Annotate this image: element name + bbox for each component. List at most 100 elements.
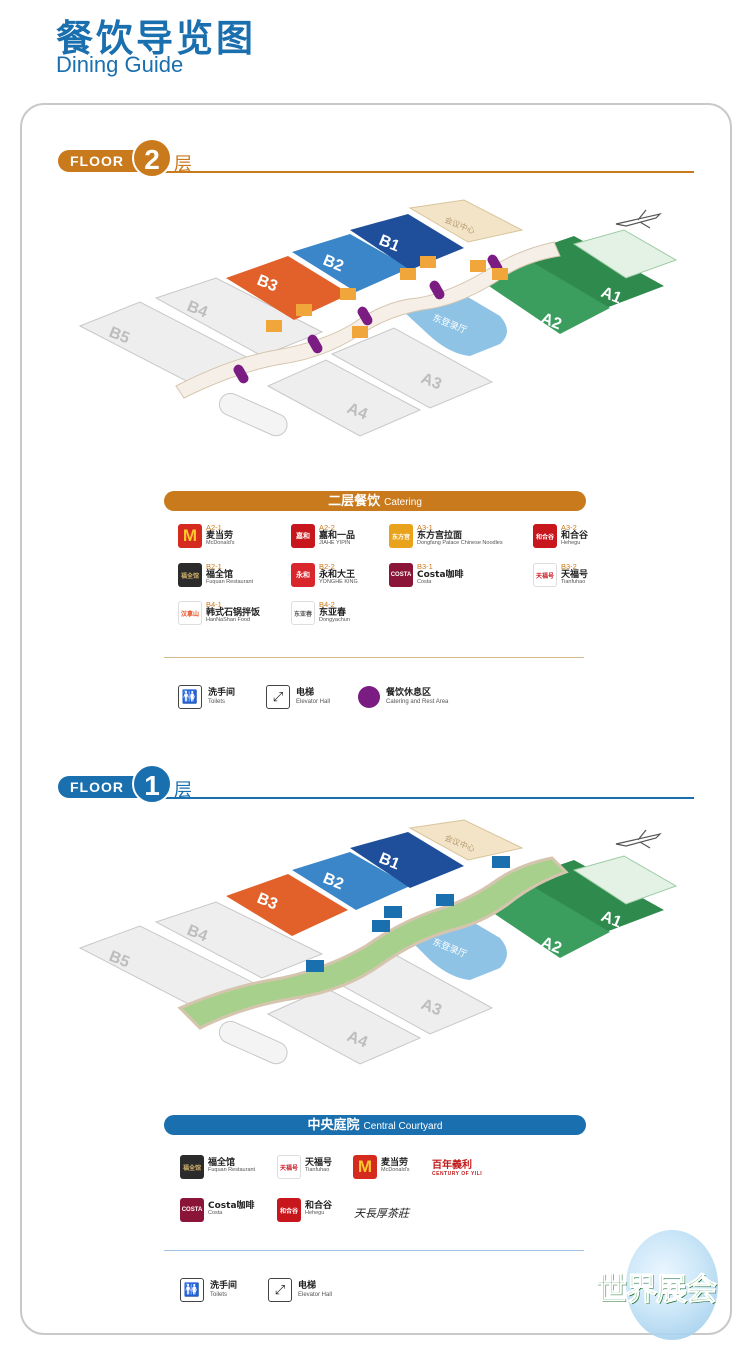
restaurant-marker[interactable]	[306, 960, 324, 972]
hall-a3[interactable]	[330, 327, 494, 409]
dongyachun-logo-icon: 东亚春	[291, 601, 315, 625]
hall-b4[interactable]	[154, 277, 324, 357]
restaurant-code: A3-2	[561, 523, 577, 532]
hall-light-green[interactable]	[572, 229, 678, 279]
restaurant-marker[interactable]	[340, 288, 356, 300]
restaurant-marker[interactable]	[372, 920, 390, 932]
courtyard-markers	[306, 856, 510, 972]
restaurant-marker[interactable]	[400, 268, 416, 280]
rest-area-marker[interactable]	[232, 363, 251, 385]
floor-2-rule	[158, 171, 694, 173]
restaurant-marker[interactable]	[470, 260, 486, 272]
hall-label-b1: B1	[377, 232, 402, 255]
hall-label-b3: B3	[255, 890, 280, 913]
restaurant-marker[interactable]	[436, 894, 454, 906]
hall-b3[interactable]	[226, 256, 350, 320]
floor-2-header: FLOOR 2 层	[58, 138, 694, 178]
hall-b2[interactable]	[292, 852, 410, 910]
restaurant-name: 和合谷	[561, 530, 589, 541]
hall-b4[interactable]	[154, 901, 324, 979]
restaurant-name: 天福号	[305, 1158, 333, 1168]
restaurant-markers	[266, 256, 508, 338]
restaurant-marker[interactable]	[296, 304, 312, 316]
rest-area-marker[interactable]	[306, 333, 325, 355]
century-of-yili-logo: 百年義利 CENTURY OF YILI	[432, 1156, 482, 1177]
hall-label-a2: A2	[539, 934, 564, 957]
century-of-yili-name: 百年義利	[432, 1160, 472, 1171]
airplane-icon	[615, 829, 662, 849]
legend-label: 洗手间	[208, 687, 236, 698]
restaurant-marker[interactable]	[352, 326, 368, 338]
hall-label-b5: B5	[107, 948, 132, 971]
restaurant-marker[interactable]	[384, 906, 402, 918]
legend-label-en: Catering and Rest Area	[386, 698, 449, 705]
restaurant-code: B4-1	[206, 600, 222, 609]
restaurant-marker[interactable]	[266, 320, 282, 332]
pavilion[interactable]	[216, 390, 291, 439]
restaurant-marker[interactable]	[492, 856, 510, 868]
restaurant-name-en: JIAHE YIPIN	[319, 540, 351, 547]
restaurant-name: 永和大王	[319, 569, 356, 580]
hall-conference[interactable]	[408, 199, 524, 243]
floor-1-section-title-en: Central Courtyard	[363, 1121, 443, 1132]
hall-conference[interactable]	[408, 819, 524, 861]
rest-area-marker[interactable]	[356, 305, 375, 327]
legend-label: 电梯	[296, 687, 315, 698]
escalator-icon: ⤢	[266, 685, 290, 709]
hannashan-logo-icon: 汉拿山	[178, 601, 202, 625]
restaurant-name-en: Tianfuhao	[561, 579, 586, 586]
legend-label: 餐饮休息区	[386, 687, 432, 698]
hall-a2[interactable]	[480, 886, 610, 958]
restaurant-name-en: McDonald's	[381, 1167, 410, 1174]
central-courtyard[interactable]	[177, 856, 569, 1030]
rest-area-marker[interactable]	[428, 279, 447, 301]
hall-b3[interactable]	[226, 874, 348, 936]
restaurant-marker[interactable]	[420, 256, 436, 268]
floor-2-map: B1 B2 B3 A1 A2 B4 B5 A3 A4 会议中心 东登录厅	[78, 199, 678, 439]
restaurant-name: Costa咖啡	[208, 1201, 255, 1211]
hall-b1[interactable]	[350, 832, 464, 888]
toilet-icon: 🚻	[180, 1278, 204, 1302]
floor-1-rule	[158, 797, 694, 799]
legend-label-en: Elevator Hall	[298, 1291, 333, 1298]
legend-label-en: Toilets	[210, 1291, 228, 1298]
floor-2-section-title-en: Catering	[384, 497, 422, 508]
hall-a4[interactable]	[266, 359, 422, 437]
hall-label-b5: B5	[107, 324, 132, 347]
hall-label-a2: A2	[539, 310, 564, 333]
yonghe-logo-icon: 永和	[291, 563, 315, 587]
pavilion[interactable]	[216, 1018, 291, 1067]
restaurant-name-en: YONGHE KING	[319, 579, 358, 586]
hall-light-green[interactable]	[572, 855, 678, 905]
restaurant-code: A2-2	[319, 523, 335, 532]
hall-a2[interactable]	[480, 262, 610, 334]
restaurant-marker[interactable]	[492, 268, 508, 280]
jiahe-logo-icon: 嘉和	[291, 524, 315, 548]
escalator-icon: ⤢	[268, 1278, 292, 1302]
restaurant-code: B3-2	[561, 562, 577, 571]
hall-label-a1: A1	[599, 908, 624, 931]
hall-b2[interactable]	[292, 234, 410, 292]
legend-label: 洗手间	[210, 1280, 238, 1291]
hehegu-logo-icon: 和合谷	[533, 524, 557, 548]
